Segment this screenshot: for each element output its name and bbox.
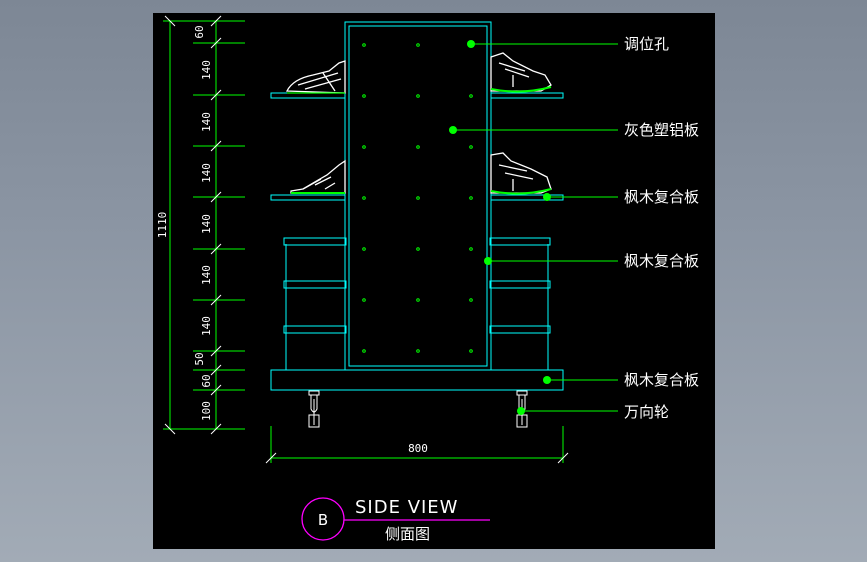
adjustment-hole bbox=[469, 196, 473, 200]
label-maple-3: 枫木复合板 bbox=[624, 371, 699, 389]
adjustment-hole bbox=[469, 145, 473, 149]
shoe-top-right bbox=[490, 52, 552, 93]
vertical-dimension-chain bbox=[163, 15, 245, 435]
label-maple-2: 枫木复合板 bbox=[624, 252, 699, 270]
adjustment-hole bbox=[469, 298, 473, 302]
label-gray-panel: 灰色塑铝板 bbox=[624, 121, 699, 139]
adjustment-hole bbox=[362, 349, 366, 353]
overall-height-dimension: 1110 bbox=[156, 212, 169, 239]
width-dimension: 800 bbox=[408, 442, 428, 455]
segment-dimension-labels: 60 140 140 140 140 140 140 50 60 100 bbox=[193, 25, 213, 421]
adjustment-hole bbox=[469, 349, 473, 353]
adjustment-hole bbox=[362, 43, 366, 47]
view-marker-letter: B bbox=[318, 511, 328, 529]
shoe-mid-right bbox=[490, 152, 552, 195]
sandal-mid-left bbox=[290, 159, 346, 194]
adjustment-holes bbox=[362, 43, 473, 353]
adjustment-hole bbox=[469, 94, 473, 98]
dim-seg-2: 140 bbox=[200, 60, 213, 80]
adjustment-hole bbox=[362, 247, 366, 251]
label-caster: 万向轮 bbox=[624, 403, 669, 421]
dim-seg-8: 50 bbox=[193, 352, 206, 365]
sandal-top-left bbox=[285, 60, 346, 94]
view-title-en: SIDE VIEW bbox=[355, 497, 458, 518]
dim-seg-10: 100 bbox=[200, 401, 213, 421]
view-marker-circle bbox=[301, 497, 345, 541]
callout-dots bbox=[449, 40, 551, 415]
title-block bbox=[301, 497, 490, 541]
central-panel bbox=[344, 21, 492, 371]
adjustment-hole bbox=[416, 145, 420, 149]
dim-seg-9: 60 bbox=[200, 374, 213, 387]
adjustment-hole bbox=[416, 298, 420, 302]
view-title-cn: 侧面图 bbox=[385, 525, 430, 543]
label-maple-1: 枫木复合板 bbox=[624, 188, 699, 206]
adjustment-hole bbox=[416, 94, 420, 98]
callout-leaders bbox=[453, 43, 618, 412]
side-view-drawing: 1110 60 140 140 140 140 140 140 50 60 10… bbox=[156, 15, 699, 543]
caster-left bbox=[308, 390, 320, 428]
dim-seg-6: 140 bbox=[200, 265, 213, 285]
adjustment-hole bbox=[362, 298, 366, 302]
base-plinth bbox=[270, 369, 564, 391]
adjustment-hole bbox=[416, 247, 420, 251]
adjustment-hole bbox=[416, 196, 420, 200]
dim-seg-4: 140 bbox=[200, 163, 213, 183]
dim-seg-7: 140 bbox=[200, 316, 213, 336]
dim-seg-1: 60 bbox=[193, 25, 206, 38]
adjustment-hole bbox=[362, 94, 366, 98]
horizontal-dimension bbox=[265, 426, 569, 464]
dim-seg-5: 140 bbox=[200, 214, 213, 234]
cad-viewport[interactable]: 1110 60 140 140 140 140 140 140 50 60 10… bbox=[153, 13, 715, 549]
adjustment-hole bbox=[362, 196, 366, 200]
adjustment-hole bbox=[362, 145, 366, 149]
adjustment-hole bbox=[416, 349, 420, 353]
adjustment-hole bbox=[469, 247, 473, 251]
label-adjust-hole: 调位孔 bbox=[624, 35, 669, 53]
dim-seg-3: 140 bbox=[200, 112, 213, 132]
adjustment-hole bbox=[416, 43, 420, 47]
